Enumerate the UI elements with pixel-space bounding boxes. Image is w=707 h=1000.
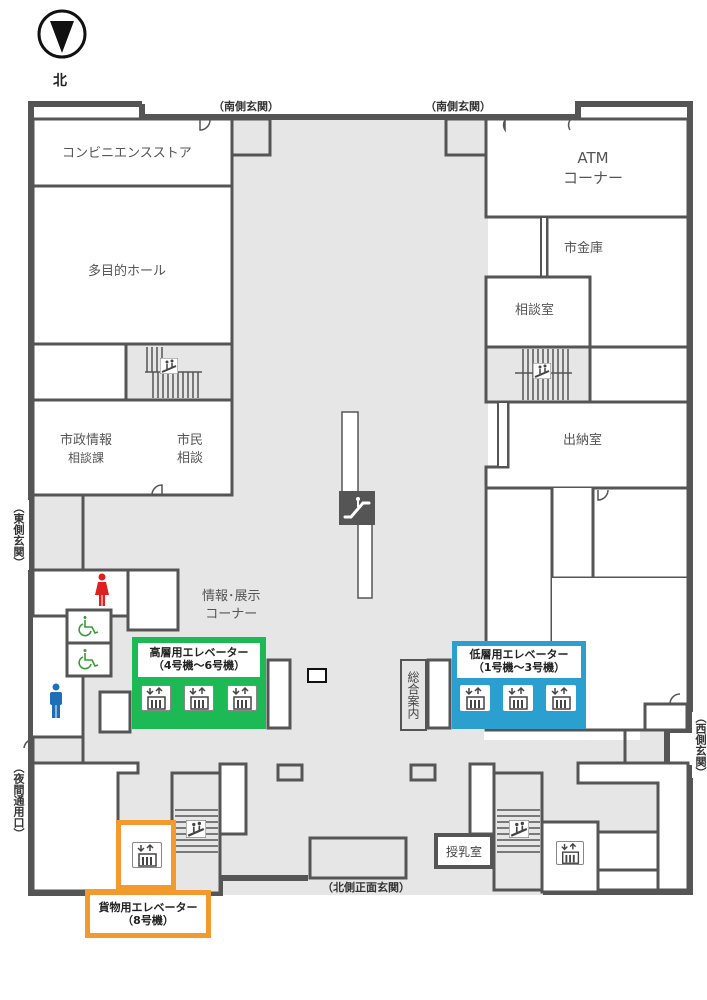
consultation-room: [484, 275, 592, 349]
elevator-icon: [546, 685, 576, 711]
nursing-room: 授乳室: [434, 833, 494, 869]
stairs-icon: [508, 819, 530, 839]
north-compass: [37, 9, 87, 59]
atm-corner-label: ATM コーナー: [563, 149, 624, 188]
multipurpose-hall-label: 多目的ホール: [88, 264, 167, 279]
convenience-store-label: コンビニエンスストア: [62, 146, 192, 161]
city-info-label: 市政情報 相談課: [60, 433, 113, 465]
freight-elevator-label-box: 貨物用エレベーター （8号機）: [85, 890, 211, 938]
low-rise-elevator-label: 低層用エレベーター （1号機～3号機）: [457, 646, 581, 678]
multipurpose-hall-room: [31, 184, 234, 346]
elevator-icon: [556, 841, 584, 865]
wheelchair-icon: [78, 648, 100, 670]
low-rise-elevator-group: 低層用エレベーター （1号機～3号機）: [452, 641, 586, 729]
info-exhibit-corner-label: 情報･展示 コーナー: [202, 589, 261, 622]
east-entrance-label: （東側玄関）: [10, 502, 25, 568]
citizen-consult-label: 市民 相談: [177, 433, 204, 466]
north-arrow-icon: [37, 9, 87, 59]
west-entrance-label: （西側玄関）: [692, 712, 707, 778]
womens-restroom: [31, 568, 130, 618]
elevator-icon: [503, 685, 533, 711]
freight-elevator-label: 貨物用エレベーター （8号機）: [90, 901, 206, 928]
elevator-icon: [227, 685, 257, 711]
elevator-icon: [460, 685, 490, 711]
female-restroom-icon: [95, 573, 109, 607]
night-entrance-label: （夜間通用口）: [10, 762, 25, 839]
freight-elevator-shaft: [116, 820, 176, 890]
male-restroom-icon: [48, 683, 64, 719]
stairs-icon: [185, 819, 207, 839]
high-rise-elevator-label: 高層用エレベーター （4号機～6号機）: [138, 643, 260, 677]
south-entrance-left-label: （南側玄関）: [213, 100, 279, 113]
high-rise-elevator-group: 高層用エレベーター （4号機～6号機）: [132, 637, 266, 729]
stairs-icon: [532, 362, 552, 380]
south-entrance-right-label: （南側玄関）: [425, 100, 491, 113]
escalator-rails: [341, 411, 373, 599]
stairs-icon: [159, 357, 179, 375]
compass-label: 北: [53, 73, 67, 89]
elevator-icon: [132, 842, 162, 868]
city-info-room: [31, 398, 234, 497]
treasury-room-label: 出納室: [563, 433, 603, 448]
elevator-icon: [141, 685, 171, 711]
city-vault-label: 市金庫: [564, 241, 604, 256]
atm-room: [484, 117, 690, 219]
north-main-entrance-label: （北側正面玄関）: [322, 881, 410, 894]
elevator-icon: [184, 685, 214, 711]
consultation-room-label: 相談室: [515, 303, 555, 318]
escalator-icon: [339, 491, 375, 525]
general-info-desk: 総合案内: [400, 659, 427, 731]
wheelchair-icon: [78, 615, 100, 637]
